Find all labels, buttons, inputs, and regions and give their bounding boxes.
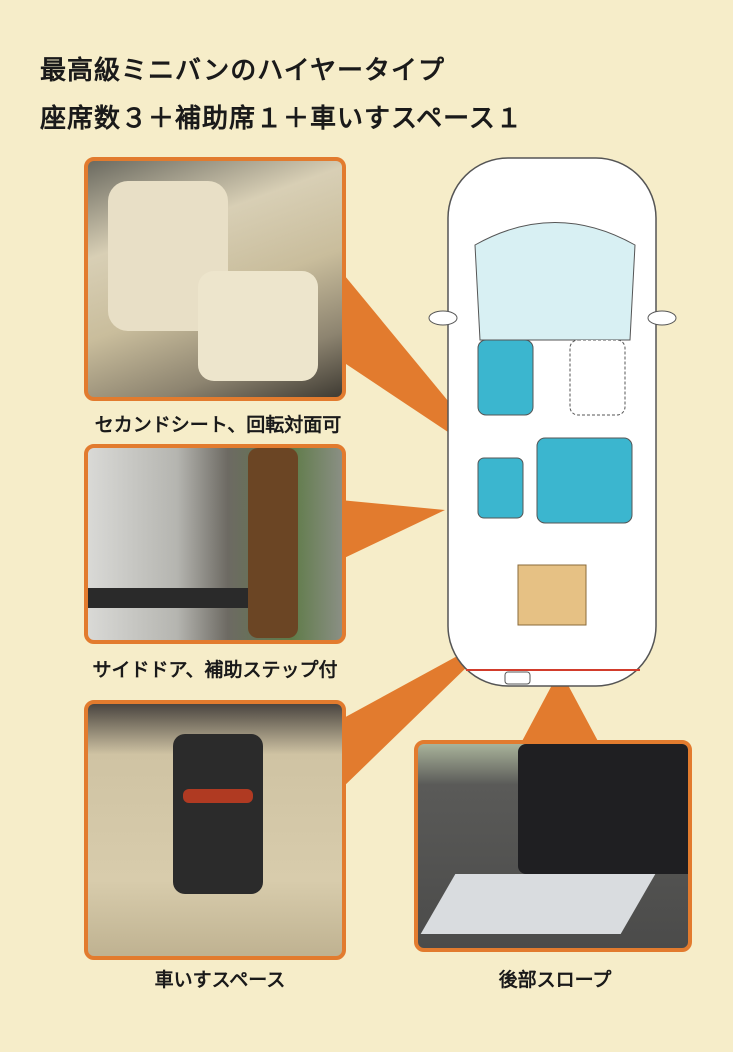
step-shape	[88, 588, 268, 608]
photo-rear-slope	[414, 740, 692, 952]
wheelchair-shape	[173, 734, 263, 894]
seat-shape	[198, 271, 318, 381]
photo-second-seat	[84, 157, 346, 401]
slope-shape	[420, 874, 656, 934]
wheelchair-accent	[183, 789, 253, 803]
pointer-seat	[340, 270, 505, 470]
caption-second-seat: セカンドシート、回転対面可	[94, 414, 342, 436]
page-title: 最高級ミニバンのハイヤータイプ	[40, 56, 446, 86]
pointer-door	[340, 500, 445, 560]
pointer-slope	[520, 670, 600, 745]
photo-side-door	[84, 444, 346, 644]
van-shape	[518, 744, 688, 874]
page-subtitle: 座席数３＋補助席１＋車いすスペース１	[40, 104, 523, 134]
person-shape	[248, 448, 298, 638]
caption-side-door: サイドドア、補助ステップ付	[92, 659, 338, 681]
photo-wheelchair-space	[84, 700, 346, 960]
caption-rear-slope: 後部スロープ	[498, 969, 612, 991]
caption-wheelchair-space: 車いすスペース	[154, 969, 286, 991]
